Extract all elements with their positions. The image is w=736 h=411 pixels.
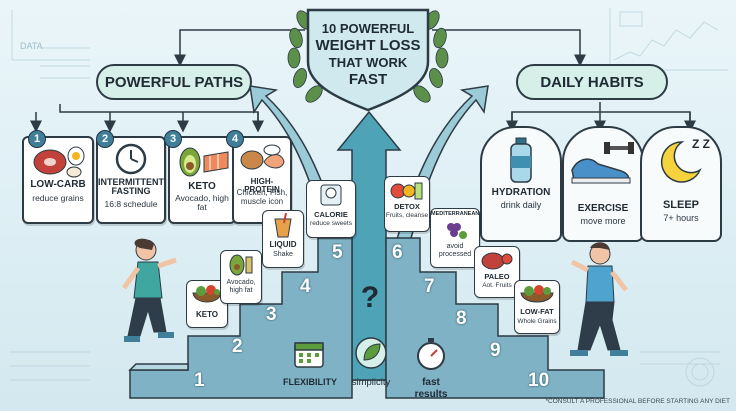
path-badge: 2 <box>96 130 114 148</box>
step-desc: Whole Grains <box>517 318 557 325</box>
steak-eggs-icon <box>33 146 85 178</box>
habit-card-exercise: EXERCISE move more <box>562 126 644 242</box>
simplicity-label: simplicity <box>351 377 391 388</box>
salad-bowl-icon <box>192 285 222 303</box>
step-number: 8 <box>456 308 467 329</box>
meat-icon <box>481 252 513 270</box>
calendar-icon <box>294 342 324 368</box>
sneaker-dumbbell-icon <box>571 142 634 184</box>
path-title: INTERMITTENT FASTING <box>98 177 164 197</box>
step-card-mediterranean: MEDITERRANEAN avoid processed <box>430 208 480 268</box>
step-card-detox: DETOX Fruits, cleanse <box>384 176 430 232</box>
zz-text: Z Z <box>692 137 710 151</box>
flexibility-label: FLEXIBILITY <box>283 377 337 387</box>
step-title: DETOX <box>394 202 420 211</box>
path-desc: 16:8 schedule <box>104 199 158 209</box>
step-desc: Avocado, high fat <box>226 279 256 294</box>
path-desc: Chicken, Fish, muscle icon <box>236 188 288 206</box>
habit-desc: move more <box>580 216 626 226</box>
title-line-3: THAT WORK <box>328 55 408 70</box>
step-desc: Aot. Fruits <box>482 282 512 289</box>
chicken-fish-icon <box>240 144 285 170</box>
step-number: 7 <box>424 276 435 297</box>
step-card-liquid: LIQUID Shake <box>262 210 304 268</box>
daily-habits-heading: DAILY HABITS <box>516 64 668 100</box>
step-desc: Fruits, cleanse <box>385 212 429 219</box>
step-title: PALEO <box>484 272 510 281</box>
habit-card-sleep: Z Z SLEEP 7+ hours <box>640 126 722 242</box>
step-title: LIQUID <box>269 240 297 249</box>
water-bottle-icon <box>510 137 532 183</box>
scale-icon <box>320 184 342 206</box>
step-number: 1 <box>194 370 205 391</box>
step-desc: reduce sweets <box>310 220 352 227</box>
step-title: MEDITERRANEAN <box>431 211 480 217</box>
fast-label: fast <box>422 377 440 388</box>
step-number: 2 <box>232 336 243 357</box>
stopwatch-icon <box>417 338 445 370</box>
runner-man-illustration <box>570 242 628 356</box>
step-title: KETO <box>195 310 219 319</box>
salad-bowl-icon <box>520 285 554 303</box>
path-card-high-protein: HIGH-PROTEIN Chicken, Fish, muscle icon <box>232 136 292 224</box>
path-title: HIGH-PROTEIN <box>244 177 280 195</box>
step-number: 6 <box>392 242 403 263</box>
question-mark: ? <box>360 281 380 314</box>
path-card-keto: KETO Avocado, high fat <box>168 136 236 224</box>
step-title: CALORIE <box>314 210 348 219</box>
moon-icon <box>660 141 702 183</box>
path-badge: 3 <box>164 130 182 148</box>
step-number: 10 <box>528 370 550 391</box>
path-desc: Avocado, high fat <box>175 193 229 213</box>
habit-title: SLEEP <box>662 199 700 211</box>
step-card-avocado: Avocado, high fat <box>220 250 262 304</box>
leaf-icon <box>355 337 387 369</box>
title-line-2: WEIGHT LOSS <box>315 37 421 54</box>
habit-title: EXERCISE <box>577 203 629 214</box>
habit-card-hydration: HYDRATION drink daily <box>480 126 562 242</box>
path-badge: 1 <box>28 130 46 148</box>
step-desc: avoid processed <box>438 243 472 258</box>
step-card-paleo: PALEO Aot. Fruits <box>474 246 520 298</box>
step-number: 9 <box>490 340 501 361</box>
path-badge: 4 <box>226 130 244 148</box>
path-title: LOW-CARB <box>30 179 86 190</box>
clock-icon <box>115 143 147 175</box>
results-label: results <box>414 389 448 400</box>
step-number: 3 <box>266 304 277 325</box>
step-number: 4 <box>300 276 311 297</box>
avocado-salmon-icon <box>179 147 229 177</box>
path-card-low-carb: LOW-CARB reduce grains <box>22 136 94 224</box>
fruits-icon <box>390 182 423 200</box>
step-number: 5 <box>332 242 343 263</box>
runner-woman-illustration <box>121 238 177 342</box>
title-emblem <box>287 8 449 112</box>
title-line-4: FAST <box>348 71 388 88</box>
step-desc: Shake <box>273 251 293 258</box>
habit-desc: drink daily <box>500 200 542 210</box>
path-desc: reduce grains <box>32 193 84 203</box>
grapes-icon <box>447 223 467 239</box>
habit-title: HYDRATION <box>491 187 551 198</box>
powerful-paths-heading: POWERFUL PATHS <box>96 64 252 100</box>
avocado-icon <box>229 254 253 276</box>
data-label: DATA <box>20 41 43 51</box>
step-title: LOW-FAT <box>520 307 554 316</box>
habit-desc: 7+ hours <box>663 213 699 223</box>
step-card-calorie: CALORIE reduce sweets <box>306 180 356 238</box>
disclaimer: *CONSULT A PROFESSIONAL BEFORE STARTING … <box>545 398 730 405</box>
path-title: KETO <box>188 181 216 192</box>
step-card-low-fat: LOW-FAT Whole Grains <box>514 280 560 334</box>
shake-glass-icon <box>274 213 292 238</box>
title-line-1: 10 POWERFUL <box>321 21 415 36</box>
path-card-intermittent-fasting: INTERMITTENT FASTING 16:8 schedule <box>96 136 166 224</box>
